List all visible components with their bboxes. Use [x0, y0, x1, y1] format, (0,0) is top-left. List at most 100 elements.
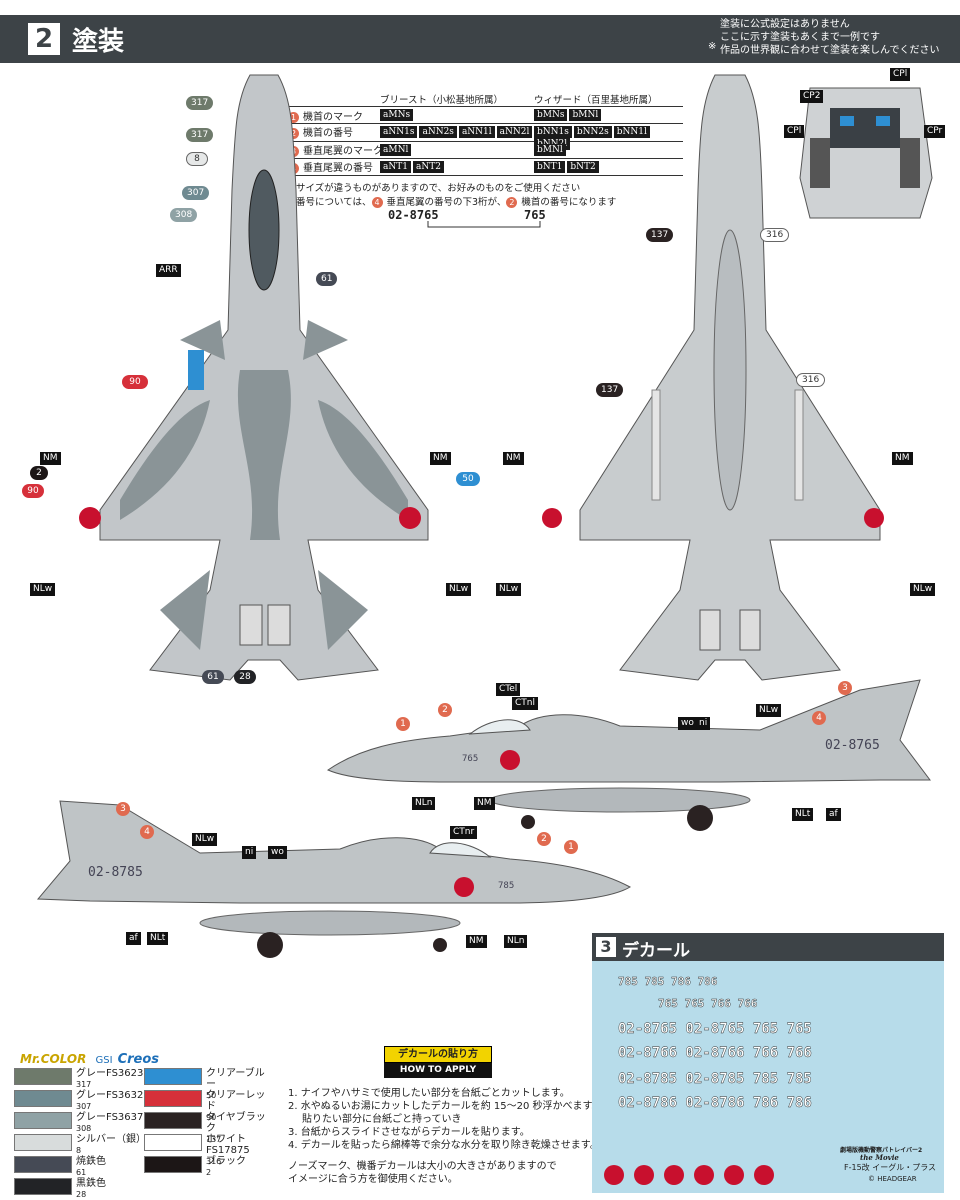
hinomaru — [500, 750, 520, 770]
color-code: 316 — [206, 1157, 222, 1166]
howto-subtitle: HOW TO APPLY DECAL — [384, 1063, 492, 1090]
color-name: シルバー（銀） — [76, 1134, 146, 1145]
row-number: 2 — [288, 127, 299, 139]
callout-n4: 4 — [812, 711, 826, 725]
decal-code: aMNs — [380, 109, 414, 121]
decal-section: 3 デカール 785 785 786 786 765 765 766 766 0… — [592, 933, 944, 1193]
hinomaru-decal — [664, 1165, 684, 1185]
decal-code: bMNs — [534, 109, 568, 121]
decal-row: 765 765 766 766 — [658, 997, 758, 1010]
color-swatch — [144, 1068, 202, 1085]
hinomaru-decal — [754, 1165, 774, 1185]
color-name: タイヤブラック — [206, 1112, 266, 1134]
callout-307: 307 — [182, 186, 210, 200]
note-text: 垂直尾翼の番号の下3桁が、 — [386, 197, 507, 208]
nose-number: 785 — [498, 881, 514, 891]
callout-af: af — [126, 932, 141, 945]
decal-header: 3 デカール — [592, 933, 944, 961]
callout-nm: NM — [466, 935, 487, 948]
decal-code: bNN1s — [534, 126, 572, 138]
tail-number: 02-8765 — [825, 738, 880, 753]
note-size: ※サイズが違うものがありますので、お好みのものをご使用ください — [288, 183, 581, 194]
color-code: 317 — [76, 1080, 92, 1089]
decal-code: aNN2s — [419, 126, 457, 138]
callout-137: 137 — [646, 228, 674, 242]
callout-50: 50 — [456, 472, 480, 486]
callout-nln: NLn — [504, 935, 528, 948]
color-name: グレーFS36375 — [76, 1112, 150, 1123]
decal-row: 02-8786 02-8786 786 786 — [618, 1095, 812, 1111]
decal-row: 02-8785 02-8785 785 785 — [618, 1071, 812, 1087]
color-code: 308 — [76, 1124, 92, 1133]
callout-wo: wo — [268, 846, 287, 859]
callout-nm: NM — [430, 452, 451, 465]
decal-code: aNN1l — [458, 126, 495, 138]
decal-code: bNN2s — [573, 126, 612, 138]
decal-code: bNT1 — [534, 161, 566, 173]
copyright: © HEADGEAR — [868, 1175, 917, 1183]
product-model: F-15改 イーグル・プラス — [844, 1163, 937, 1172]
callout-2: 2 — [30, 466, 48, 480]
note-num: 4 — [371, 197, 383, 208]
note-num: 2 — [506, 197, 518, 208]
howto-step: 貼りたい部分に台紙ごと持っていき — [302, 1114, 462, 1125]
color-code: 307 — [76, 1102, 92, 1111]
cockpit-cpl: CPl — [890, 68, 911, 81]
callout-n1: 1 — [564, 840, 578, 854]
callout-n4: 4 — [140, 825, 154, 839]
header-note: 塗装に公式設定はありません — [720, 19, 850, 30]
hinomaru-decal — [724, 1165, 744, 1185]
section-header: 2 塗装 ※ 塗装に公式設定はありません ここに示す塗装もあくまで一例です 作品… — [0, 15, 960, 63]
color-code: 90 — [206, 1113, 217, 1122]
decal-code: bNN1l — [613, 126, 650, 138]
hinomaru — [399, 507, 421, 529]
callout-nm: NM — [892, 452, 913, 465]
callout-ni: ni — [696, 717, 711, 730]
callout-n2: 2 — [537, 832, 551, 846]
callout-n3: 3 — [116, 802, 130, 816]
color-name: クリアーブルー — [206, 1068, 265, 1090]
decal-code: aNN2l — [496, 126, 533, 138]
callout-n1: 1 — [396, 717, 410, 731]
decal-code: bMNl — [569, 109, 602, 121]
color-name: クリアーレッド — [206, 1090, 266, 1112]
callout-nlw: NLw — [910, 583, 936, 596]
hinomaru — [79, 507, 101, 529]
decal-number: 3 — [596, 937, 616, 957]
hinomaru-decal — [604, 1165, 624, 1185]
brand-creos: Creos — [117, 1052, 160, 1067]
hinomaru-decal — [634, 1165, 654, 1185]
side-view-left: 02-8785 785 — [36, 800, 632, 958]
example-short: 765 — [524, 208, 546, 222]
decal-title: デカール — [622, 941, 690, 961]
color-swatch — [14, 1134, 72, 1151]
example-bracket — [427, 221, 541, 228]
callout-90: 90 — [22, 484, 44, 498]
decal-code: bNT2 — [567, 161, 599, 173]
row-label: 機首のマーク — [303, 112, 363, 123]
callout-ctnl: CTnl — [512, 697, 538, 710]
howto-step: 3. 台紙からスライドさせながらデカールを貼ります。 — [288, 1127, 530, 1138]
color-swatch — [14, 1090, 72, 1107]
callout-nlt: NLt — [147, 932, 169, 945]
color-swatch — [144, 1134, 202, 1151]
hinomaru — [864, 508, 884, 528]
decal-row: 02-8766 02-8766 766 766 — [618, 1045, 812, 1061]
callout-61: 61 — [202, 670, 224, 684]
callout-nlw: NLw — [446, 583, 472, 596]
decal-sheet: 785 785 786 786 765 765 766 766 02-8765 … — [592, 961, 944, 1193]
callout-308: 308 — [170, 208, 198, 222]
howto-step: 4. デカールを貼ったら綿棒等で余分な水分を取り除き乾燥させます。 — [288, 1140, 600, 1151]
cockpit-detail — [799, 87, 933, 219]
callout-317: 317 — [186, 96, 214, 110]
howto-steps: 1. ナイフやハサミで使用したい部分を台紙ごとカットします。 2. 水やぬるいお… — [288, 1087, 602, 1186]
callout-61: 61 — [316, 272, 338, 286]
brand-gsi: GSI — [95, 1055, 113, 1066]
header-notes: 塗装に公式設定はありません ここに示す塗装もあくまで一例です 作品の世界観に合わ… — [720, 18, 940, 57]
